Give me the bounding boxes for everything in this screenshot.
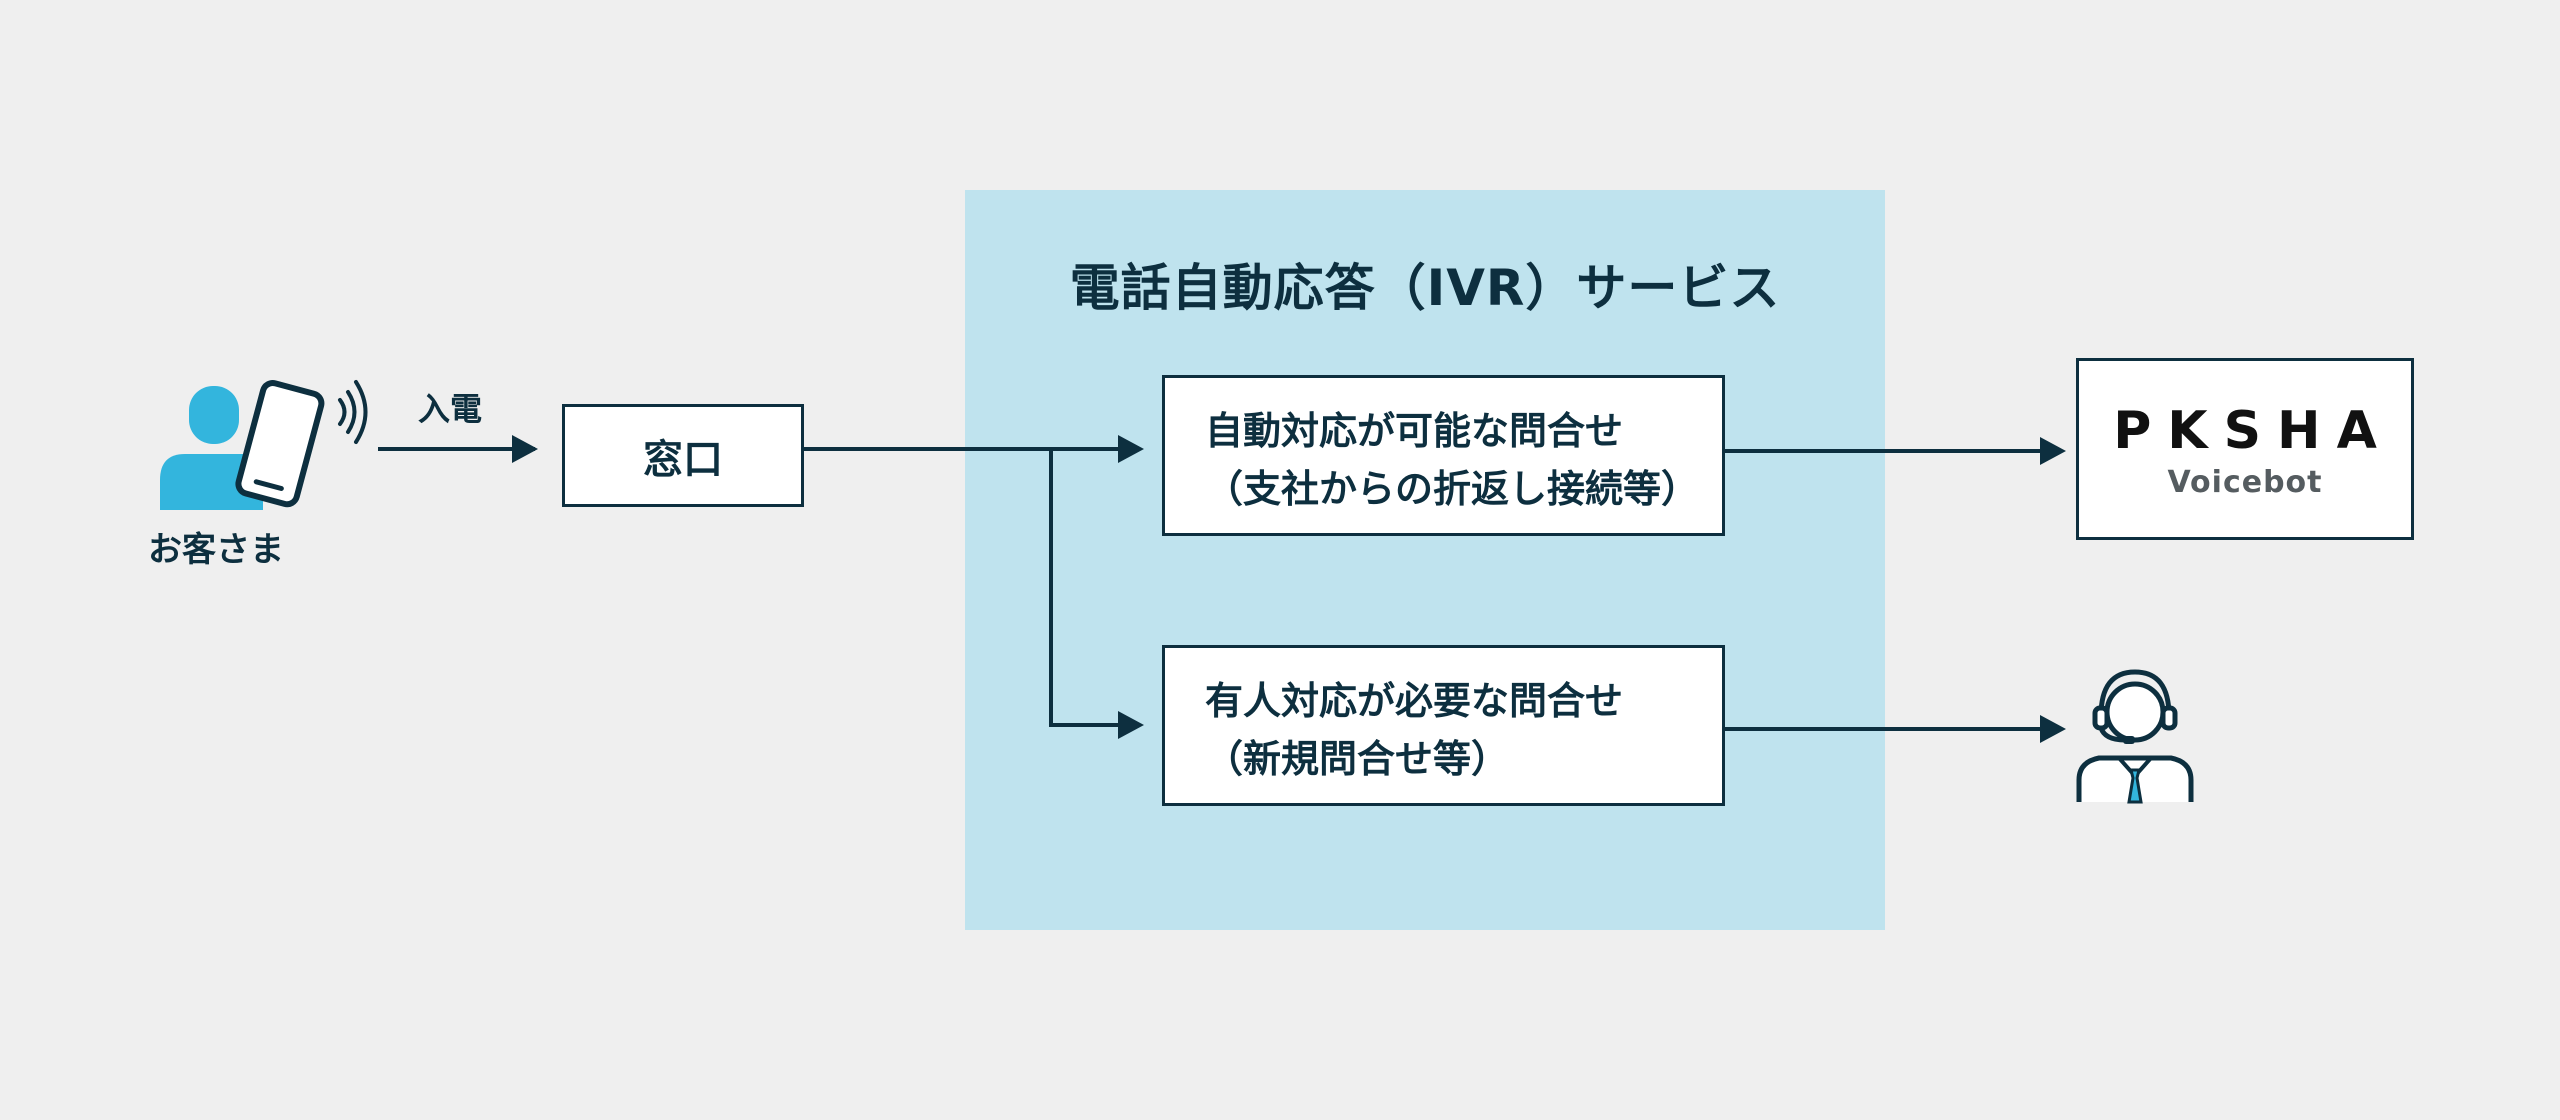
line-branch-to-human — [1049, 449, 1135, 727]
human-response-line2: （新規問合せ等） — [1205, 737, 1510, 781]
ivr-service-title: 電話自動応答（IVR）サービス — [1069, 259, 1781, 317]
arrowhead-pksha — [2040, 437, 2066, 465]
headset-operator-icon — [2076, 669, 2194, 804]
pksha-logo: PKSHA — [2113, 401, 2393, 461]
call-label: 入電 — [418, 390, 483, 428]
ivr-service-panel — [965, 190, 1885, 930]
voicebot-label: Voicebot — [2167, 465, 2323, 500]
auto-response-line1: 自動対応が可能な問合せ — [1205, 409, 1624, 453]
auto-response-box: 自動対応が可能な問合せ （支社からの折返し接続等） — [1162, 375, 1725, 536]
window-label: 窓口 — [643, 436, 723, 483]
pksha-voicebot-box: PKSHA Voicebot — [2076, 358, 2414, 540]
arrowhead-human — [1118, 711, 1144, 739]
arrowhead-call — [512, 435, 538, 463]
person-phone-icon — [160, 380, 368, 510]
auto-response-line2: （支社からの折返し接続等） — [1205, 467, 1700, 511]
arrowhead-auto — [1118, 435, 1144, 463]
customer-label: お客さま — [148, 530, 284, 570]
window-box: 窓口 — [562, 404, 804, 507]
human-response-line1: 有人対応が必要な問合せ — [1205, 679, 1624, 723]
human-response-box: 有人対応が必要な問合せ （新規問合せ等） — [1162, 645, 1725, 806]
arrowhead-operator — [2040, 715, 2066, 743]
